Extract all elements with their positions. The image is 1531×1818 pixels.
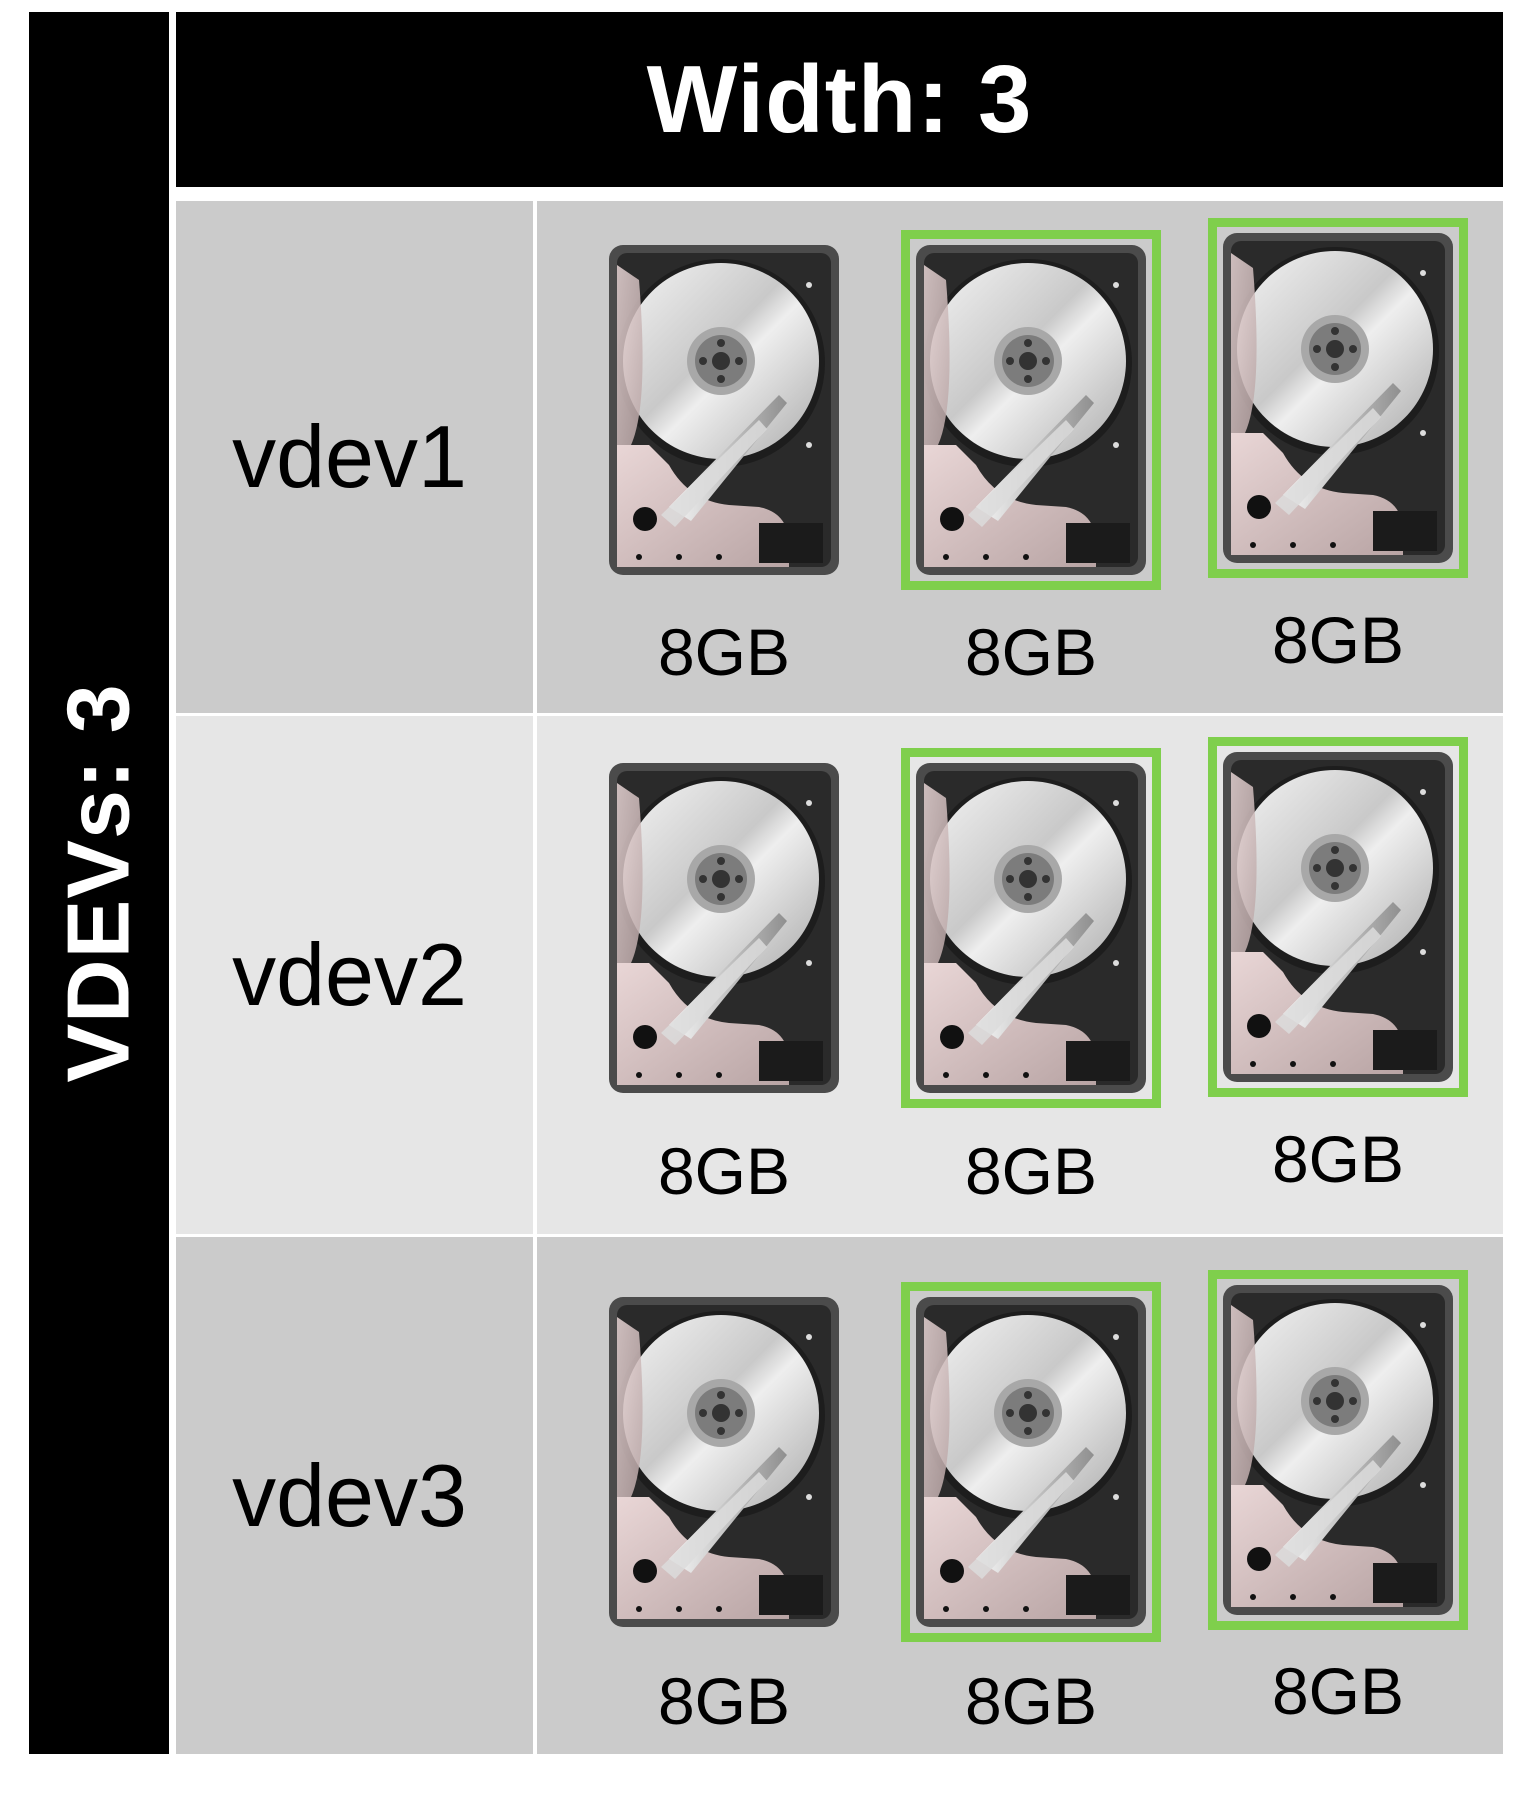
vdev-row: vdev1 8GB 8GB 8GB (176, 201, 1503, 713)
disk-size-label: 8GB (657, 1664, 791, 1738)
disk-size-label: 8GB (657, 615, 791, 689)
hard-drive-icon (609, 1297, 839, 1627)
hard-drive-icon (901, 748, 1161, 1108)
width-label: Width: 3 (646, 45, 1033, 153)
vdev-label-cell: vdev1 (176, 201, 533, 713)
disk-size-label: 8GB (1271, 603, 1405, 677)
vdevs-count-label: VDEVs: 3 (49, 683, 148, 1083)
vdev-label: vdev3 (232, 1445, 467, 1545)
vdev-label: vdev1 (232, 407, 467, 506)
disk-size-label: 8GB (964, 1134, 1098, 1208)
disk-size-label: 8GB (964, 1664, 1098, 1738)
vdevs-bar (29, 12, 169, 1754)
hard-drive-icon (901, 1282, 1161, 1642)
hard-drive-icon (901, 230, 1161, 590)
vdev-row: vdev3 8GB 8GB 8GB (176, 1237, 1503, 1754)
hard-drive-icon (609, 245, 839, 575)
disk-size-label: 8GB (657, 1134, 791, 1208)
vdev-label-cell: vdev3 (176, 1237, 533, 1754)
vdev-row: vdev2 8GB 8GB 8GB (176, 716, 1503, 1234)
vdev-disks-cell: 8GB 8GB 8GB (537, 1237, 1503, 1754)
vdev-label: vdev2 (232, 925, 467, 1024)
hard-drive-icon (1208, 1270, 1468, 1630)
disk-size-label: 8GB (1271, 1654, 1405, 1728)
hard-drive-icon (1208, 218, 1468, 578)
vdev-disks-cell: 8GB 8GB 8GB (537, 201, 1503, 713)
disk-size-label: 8GB (964, 615, 1098, 689)
vdevs-label-wrap: VDEVs: 3 (29, 12, 169, 1754)
vdev-disks-cell: 8GB 8GB 8GB (537, 716, 1503, 1234)
vdev-label-cell: vdev2 (176, 716, 533, 1234)
disk-size-label: 8GB (1271, 1122, 1405, 1196)
hard-drive-icon (609, 763, 839, 1093)
hard-drive-icon (1208, 737, 1468, 1097)
width-bar: Width: 3 (176, 12, 1503, 187)
